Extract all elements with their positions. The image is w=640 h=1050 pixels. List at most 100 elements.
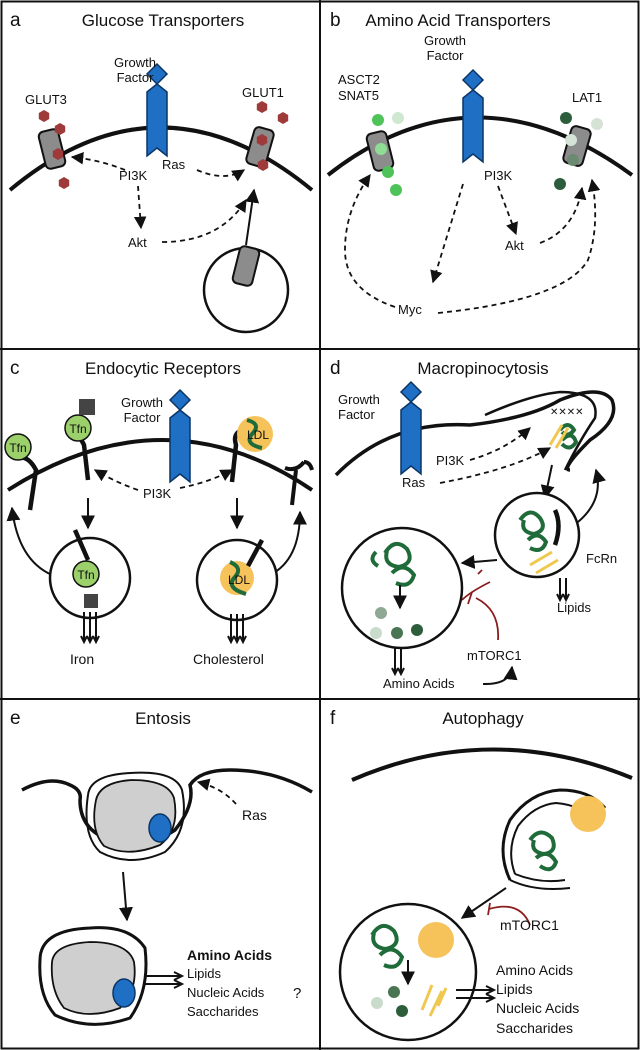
transferrin-molecule — [64, 414, 92, 442]
release-arrows — [230, 614, 244, 640]
molecule-label: LDL — [247, 428, 269, 442]
label: ASCT2 — [338, 72, 380, 87]
panel-letter: a — [10, 10, 21, 31]
amino-acid — [554, 178, 566, 190]
panel-f: f Autophagy mTORC1 Amino Acids Lipids Nu… — [330, 708, 633, 1042]
release-arrows — [83, 612, 97, 640]
arrow — [540, 464, 555, 500]
label: PI3K — [119, 168, 148, 183]
cell-membrane — [351, 747, 633, 782]
arrow — [70, 151, 126, 171]
arrow — [93, 469, 139, 491]
arrow — [460, 554, 498, 569]
ldl-particle — [237, 416, 273, 452]
amino-acid — [370, 627, 382, 639]
panel-title: Autophagy — [442, 709, 524, 728]
glucose-molecule — [256, 101, 268, 113]
inhibition-line — [467, 591, 499, 641]
apolipoprotein — [246, 418, 263, 450]
inhibition-arrow — [461, 569, 491, 601]
label: Factor — [117, 70, 155, 85]
panel-letter: b — [330, 10, 341, 31]
label: Ras — [162, 157, 186, 172]
arrow — [118, 871, 133, 922]
panel-e: e Entosis Ras Amino Acids Lipids Nucleic… — [10, 708, 313, 1026]
label: GLUT3 — [25, 92, 67, 107]
inhibition-line — [487, 902, 531, 926]
panel-title: Entosis — [135, 709, 191, 728]
arrow — [179, 469, 234, 489]
label: Growth — [121, 395, 163, 410]
label: Ras — [402, 475, 426, 490]
release-arrowheads — [485, 985, 497, 1003]
arrow — [497, 185, 518, 236]
growth-factor-receptor — [169, 389, 191, 483]
output-label: Amino Acids — [496, 962, 573, 978]
iron-cargo — [84, 594, 98, 608]
protein-cargo — [370, 923, 405, 969]
release-arrows — [394, 648, 402, 672]
glucose-molecule — [277, 112, 289, 124]
amino-acid — [371, 997, 383, 1009]
label: SNAT5 — [338, 88, 379, 103]
output-label: Nucleic Acids — [187, 985, 265, 1000]
nucleus — [112, 978, 136, 1008]
amino-acid — [565, 134, 577, 146]
amino-acid — [375, 143, 387, 155]
entotic-vacuole — [85, 771, 185, 861]
label: FcRn — [586, 551, 617, 566]
label: Amino Acids — [383, 676, 455, 691]
label: LAT1 — [572, 90, 602, 105]
release-arrowheads — [556, 593, 570, 603]
panel-letter: f — [330, 708, 336, 729]
transferrin-molecule — [4, 433, 32, 461]
label: Myc — [398, 302, 422, 317]
lipid-cargo — [548, 424, 570, 449]
arrow — [460, 887, 507, 919]
label: Akt — [505, 238, 524, 253]
panel-letter: e — [10, 708, 21, 729]
arrow — [539, 186, 587, 244]
amino-acid — [567, 154, 579, 166]
label: Factor — [427, 48, 465, 63]
label: GLUT1 — [242, 85, 284, 100]
apolipoprotein — [229, 560, 247, 596]
arrow — [469, 427, 531, 461]
amino-acid — [382, 166, 394, 178]
iron-cargo — [79, 399, 95, 415]
cell-membrane — [6, 438, 314, 492]
arrow — [430, 183, 464, 284]
growth-factor-receptor — [462, 69, 484, 163]
label: Lipids — [557, 600, 591, 615]
glucose-molecule — [58, 177, 70, 189]
glut1-transporter — [231, 245, 261, 287]
panel-letter: c — [10, 358, 20, 379]
output-label: Saccharides — [496, 1020, 573, 1036]
molecule-label: Tfn — [77, 568, 94, 582]
arrow — [344, 173, 396, 308]
phagophore-edge — [509, 873, 571, 890]
panel-title: Endocytic Receptors — [85, 359, 241, 378]
ldl-receptor — [284, 460, 314, 506]
output-label: Amino Acids — [187, 947, 272, 963]
arrow — [196, 169, 246, 182]
transferrin-molecule — [72, 560, 100, 588]
panel-title: Amino Acid Transporters — [365, 11, 550, 30]
amino-acid — [392, 112, 404, 124]
release-arrowheads — [227, 635, 247, 645]
glucose-molecule — [38, 110, 50, 122]
growth-factor-receptor — [400, 381, 422, 475]
release-arrows — [456, 989, 492, 999]
fcrn-receptor — [552, 509, 561, 546]
arrow — [196, 778, 237, 805]
label: mTORC1 — [500, 917, 559, 933]
label: Iron — [70, 651, 94, 667]
amino-acid — [388, 986, 400, 998]
amino-acid — [560, 112, 572, 124]
protein-cargo — [528, 830, 559, 872]
output-label: Saccharides — [187, 1004, 259, 1019]
arrow — [439, 447, 552, 484]
panel-b: b Amino Acid Transporters Growth Factor … — [326, 10, 634, 317]
molecule-label: Tfn — [9, 441, 26, 455]
